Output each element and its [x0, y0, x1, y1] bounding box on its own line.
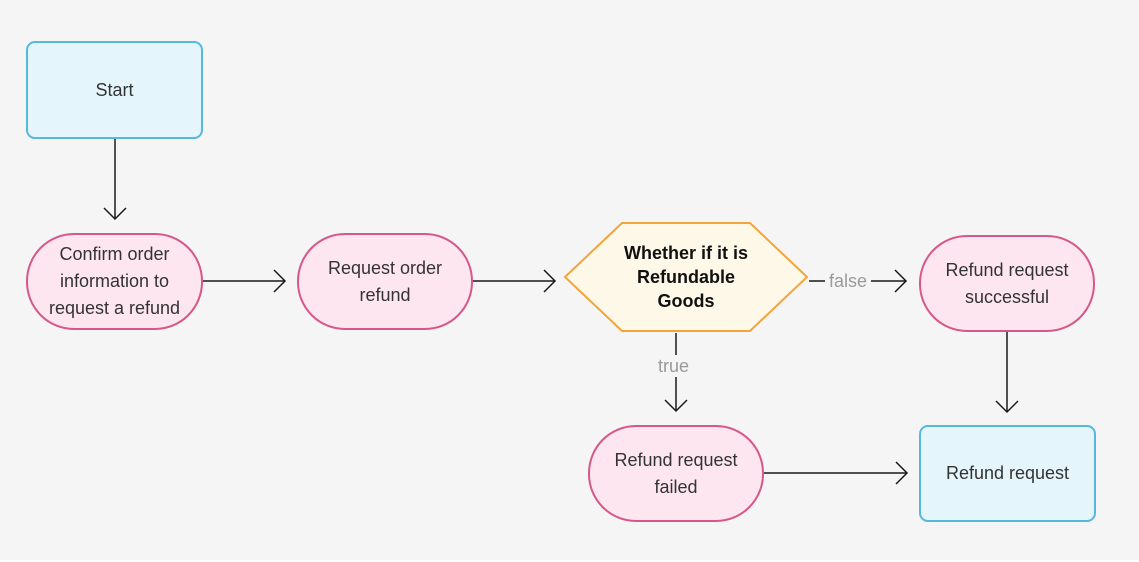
arrowhead-request-to-decision	[543, 269, 557, 293]
arrowhead-decision-to-failed	[664, 399, 688, 413]
arrowhead-start-to-confirm	[103, 207, 127, 221]
decision-hexagon-shape	[563, 222, 809, 332]
false-edge-label: false	[825, 270, 872, 292]
arrowhead-confirm-to-request	[273, 269, 287, 293]
request-order-refund-node-label: Request order refund	[327, 257, 443, 305]
refund-successful-node-label: Refund request successful	[945, 259, 1069, 307]
refundable-goods-decision-node[interactable]: Whether if it is Refundable Goods	[563, 221, 809, 333]
arrowhead-decision-to-successful	[894, 269, 908, 293]
arrowhead-successful-to-refund-request	[995, 400, 1019, 414]
confirm-order-node-label: Confirm order information to request a r…	[48, 244, 181, 318]
start-node-label: Start	[95, 79, 134, 100]
refund-request-node-label: Refund request	[945, 463, 1070, 483]
refund-request-node[interactable]: Refund request	[919, 425, 1096, 522]
refund-failed-node-label: Refund request failed	[614, 449, 738, 497]
true-edge-label: true	[654, 355, 694, 377]
start-node[interactable]: Start	[26, 41, 203, 139]
request-order-refund-node[interactable]: Request order refund	[297, 233, 473, 330]
arrowhead-failed-to-refund-request	[895, 461, 909, 485]
refund-successful-node[interactable]: Refund request successful	[919, 235, 1095, 332]
confirm-order-node[interactable]: Confirm order information to request a r…	[26, 233, 203, 330]
decision-node-label: Whether if it is Refundable Goods	[623, 243, 748, 311]
refund-failed-node[interactable]: Refund request failed	[588, 425, 764, 522]
